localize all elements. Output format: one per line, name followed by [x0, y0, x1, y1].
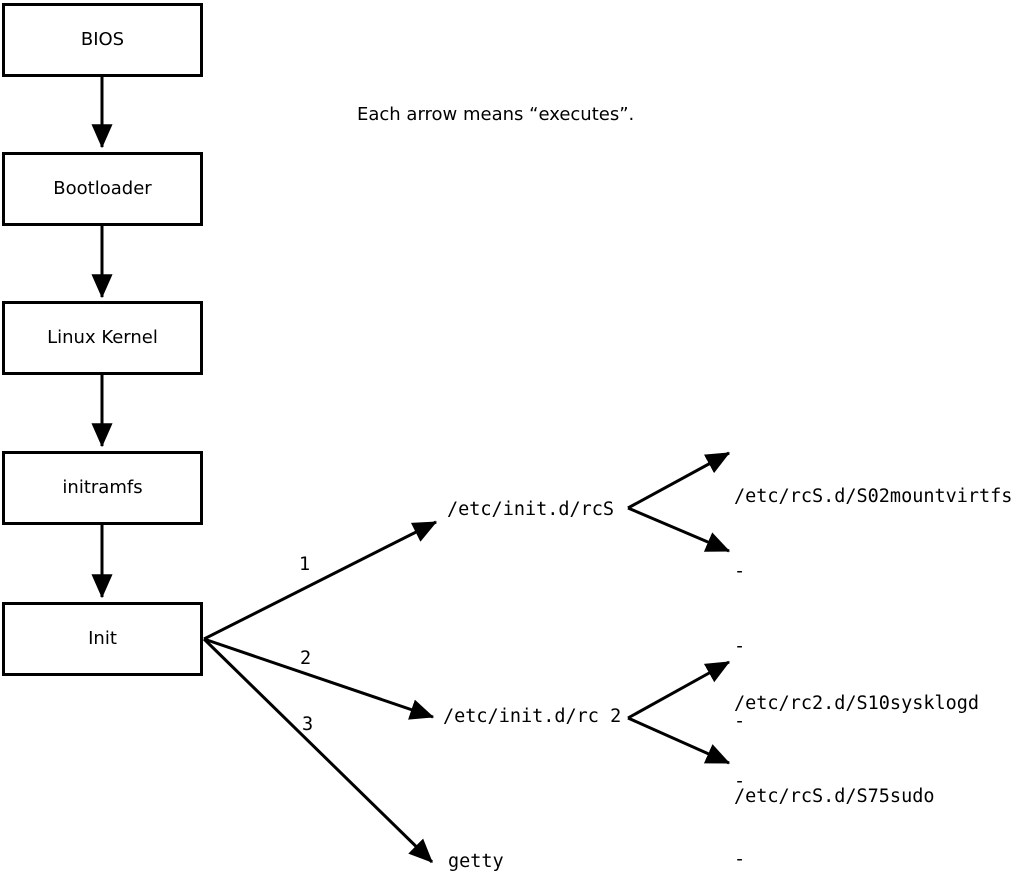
rcS-script-entry: /etc/rcS.d/S75sudo	[734, 786, 935, 807]
target-getty-label: getty	[448, 851, 504, 872]
arrow-rc2-to-last-script	[627, 716, 731, 765]
rcS-script-entry: /etc/rcS.d/S02mountvirtfs	[734, 486, 1013, 507]
arrow-rcS-to-first-script	[627, 451, 731, 510]
edge-label-1: 1	[299, 554, 311, 575]
node-initramfs: initramfs	[2, 451, 203, 525]
node-linux-kernel-label: Linux Kernel	[47, 327, 158, 348]
node-bootloader-label: Bootloader	[53, 178, 152, 199]
node-bootloader: Bootloader	[2, 152, 203, 226]
rc2-script-ellipsis: -	[734, 849, 746, 870]
arrow-init-to-rcS	[203, 520, 438, 641]
node-linux-kernel: Linux Kernel	[2, 301, 203, 375]
rcS-script-ellipsis: -	[734, 561, 746, 582]
rcS-script-list: /etc/rcS.d/S02mountvirtfs - - - /etc/rcS…	[734, 434, 1012, 859]
rc2-script-entry: /etc/rc2.d/S10sysklogd	[734, 693, 980, 714]
target-rc2-label: /etc/init.d/rc 2	[443, 706, 622, 727]
arrow-rc2-to-first-script	[627, 660, 731, 720]
node-init: Init	[2, 602, 203, 676]
arrow-init-to-rc2	[203, 637, 435, 720]
edge-label-3: 3	[302, 714, 314, 735]
legend-note: Each arrow means “executes”.	[357, 104, 635, 125]
arrow-rcS-to-last-script	[627, 506, 731, 553]
arrow-init-to-getty	[202, 637, 434, 864]
rcS-script-ellipsis: -	[734, 711, 746, 732]
node-init-label: Init	[88, 628, 117, 649]
rcS-script-ellipsis: -	[734, 636, 746, 657]
node-initramfs-label: initramfs	[62, 477, 143, 498]
rc2-script-ellipsis: -	[734, 771, 746, 792]
rc2-script-list: /etc/rc2.d/S10sysklogd - - - /etc/rc2.d/…	[734, 639, 979, 875]
node-bios: BIOS	[2, 3, 203, 77]
node-bios-label: BIOS	[80, 29, 125, 50]
edge-label-2: 2	[300, 648, 312, 669]
target-rcS-label: /etc/init.d/rcS	[447, 499, 615, 520]
